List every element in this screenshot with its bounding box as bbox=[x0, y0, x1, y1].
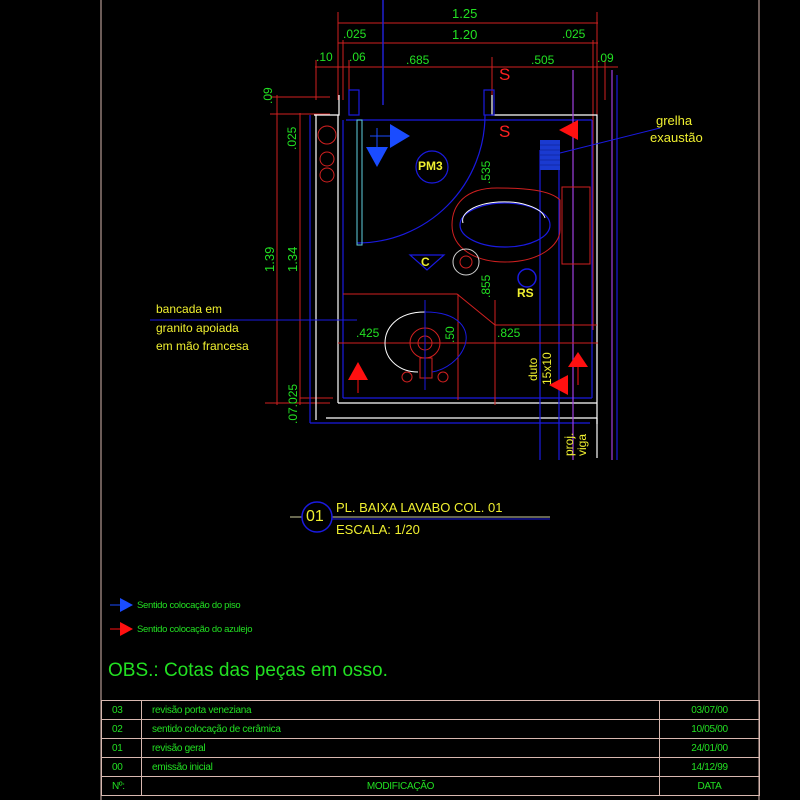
header-modification: MODIFICAÇÃO bbox=[141, 776, 660, 796]
grelha-label-1: grelha bbox=[656, 113, 693, 128]
rev-num: 03 bbox=[101, 700, 142, 720]
dim-inner: 1.20 bbox=[452, 27, 478, 42]
dim-535: .535 bbox=[479, 160, 493, 184]
left-dimensions bbox=[265, 95, 333, 405]
dim-overall: 1.25 bbox=[452, 6, 478, 21]
rev-desc: revisão porta veneziana bbox=[141, 700, 660, 720]
toilet-outline bbox=[451, 187, 561, 263]
table-row: 03 revisão porta veneziana 03/07/00 bbox=[101, 700, 760, 720]
drawing-title: PL. BAIXA LAVABO COL. 01 bbox=[336, 500, 503, 515]
legend-item-tile: Sentido colocação do azulejo bbox=[110, 622, 253, 636]
bancada-label-3: em mão francesa bbox=[156, 339, 249, 353]
door-leaf bbox=[356, 119, 363, 246]
rev-desc: emissão inicial bbox=[141, 757, 660, 777]
floor-direction-arrows bbox=[366, 124, 410, 167]
obs-note: OBS.: Cotas das peças em osso. bbox=[108, 660, 388, 681]
dim-06: .06 bbox=[349, 50, 366, 64]
proj-label-1: proj. bbox=[562, 432, 576, 456]
red-arrow-icon bbox=[110, 622, 133, 636]
rev-num: 01 bbox=[101, 738, 142, 758]
c-marker bbox=[408, 254, 446, 271]
legend-item-floor: Sentido colocação do piso bbox=[110, 598, 241, 612]
sheet-number: 01 bbox=[306, 508, 324, 525]
bancada-label-2: granito apoiada bbox=[156, 321, 239, 335]
dim-505: .505 bbox=[531, 53, 555, 67]
rev-desc: sentido colocação de cerâmica bbox=[141, 719, 660, 739]
legend-label-tile: Sentido colocação do azulejo bbox=[137, 623, 253, 635]
rev-num: 00 bbox=[101, 757, 142, 777]
proj-label-2: viga bbox=[575, 433, 589, 456]
rev-date: 24/01/00 bbox=[659, 738, 760, 758]
countertop bbox=[338, 293, 598, 405]
sheet-number-circle bbox=[301, 501, 333, 533]
dim-10: .10 bbox=[316, 50, 333, 64]
dim-685: .685 bbox=[406, 53, 430, 67]
dim-855: .855 bbox=[479, 274, 493, 298]
dim-50: .50 bbox=[443, 326, 457, 343]
drawing-scale: ESCALA: 1/20 bbox=[336, 522, 420, 537]
revisions-table: 03 revisão porta veneziana 03/07/00 02 s… bbox=[101, 700, 760, 796]
table-header-row: Nº: MODIFICAÇÃO DATA bbox=[101, 776, 760, 796]
bancada-label-1: bancada em bbox=[156, 302, 223, 316]
c-label: C bbox=[421, 255, 430, 269]
dim-09-left: .09 bbox=[261, 87, 275, 104]
rs-label: RS bbox=[517, 286, 534, 300]
dim-left-025: .025 bbox=[343, 27, 367, 41]
pm3-label: PM3 bbox=[418, 159, 443, 173]
s-marker-top: S bbox=[499, 65, 511, 84]
toilet-seat bbox=[462, 201, 546, 224]
table-row: 01 revisão geral 24/01/00 bbox=[101, 738, 760, 758]
sink-basin bbox=[384, 311, 426, 373]
blue-arrow-icon bbox=[110, 598, 133, 612]
walls bbox=[314, 95, 598, 458]
table-row: 00 emissão inicial 14/12/99 bbox=[101, 757, 760, 777]
floor-drain bbox=[452, 248, 480, 276]
inner-finish-lines bbox=[309, 75, 618, 460]
legend-label-floor: Sentido colocação do piso bbox=[137, 599, 241, 611]
pm3-marker bbox=[415, 150, 449, 184]
grelha-leader bbox=[559, 127, 661, 154]
header-date: DATA bbox=[659, 776, 760, 796]
dim-right-025: .025 bbox=[562, 27, 586, 41]
dim-425: .425 bbox=[356, 326, 380, 340]
tile-direction-arrows bbox=[348, 120, 588, 395]
dim-025-left: .025 bbox=[285, 126, 299, 150]
duto-label-2: 15x10 bbox=[540, 352, 554, 385]
rev-date: 14/12/99 bbox=[659, 757, 760, 777]
pipe-circles bbox=[317, 125, 337, 183]
rev-desc: revisão geral bbox=[141, 738, 660, 758]
rs-marker bbox=[517, 268, 537, 288]
dim-07-025: .07.025 bbox=[286, 383, 300, 424]
dim-134: 1.34 bbox=[285, 246, 300, 272]
dim-09-top: .09 bbox=[597, 51, 614, 65]
rev-date: 03/07/00 bbox=[659, 700, 760, 720]
duto-label-1: duto bbox=[526, 357, 540, 381]
dim-825: .825 bbox=[497, 326, 521, 340]
header-num: Nº: bbox=[101, 776, 142, 796]
grelha-label-2: exaustão bbox=[650, 130, 703, 145]
s-marker-mid: S bbox=[499, 122, 511, 141]
rev-date: 10/05/00 bbox=[659, 719, 760, 739]
toilet-tank bbox=[561, 186, 591, 265]
rev-num: 02 bbox=[101, 719, 142, 739]
table-row: 02 sentido colocação de cerâmica 10/05/0… bbox=[101, 719, 760, 739]
dim-139: 1.39 bbox=[262, 246, 277, 272]
